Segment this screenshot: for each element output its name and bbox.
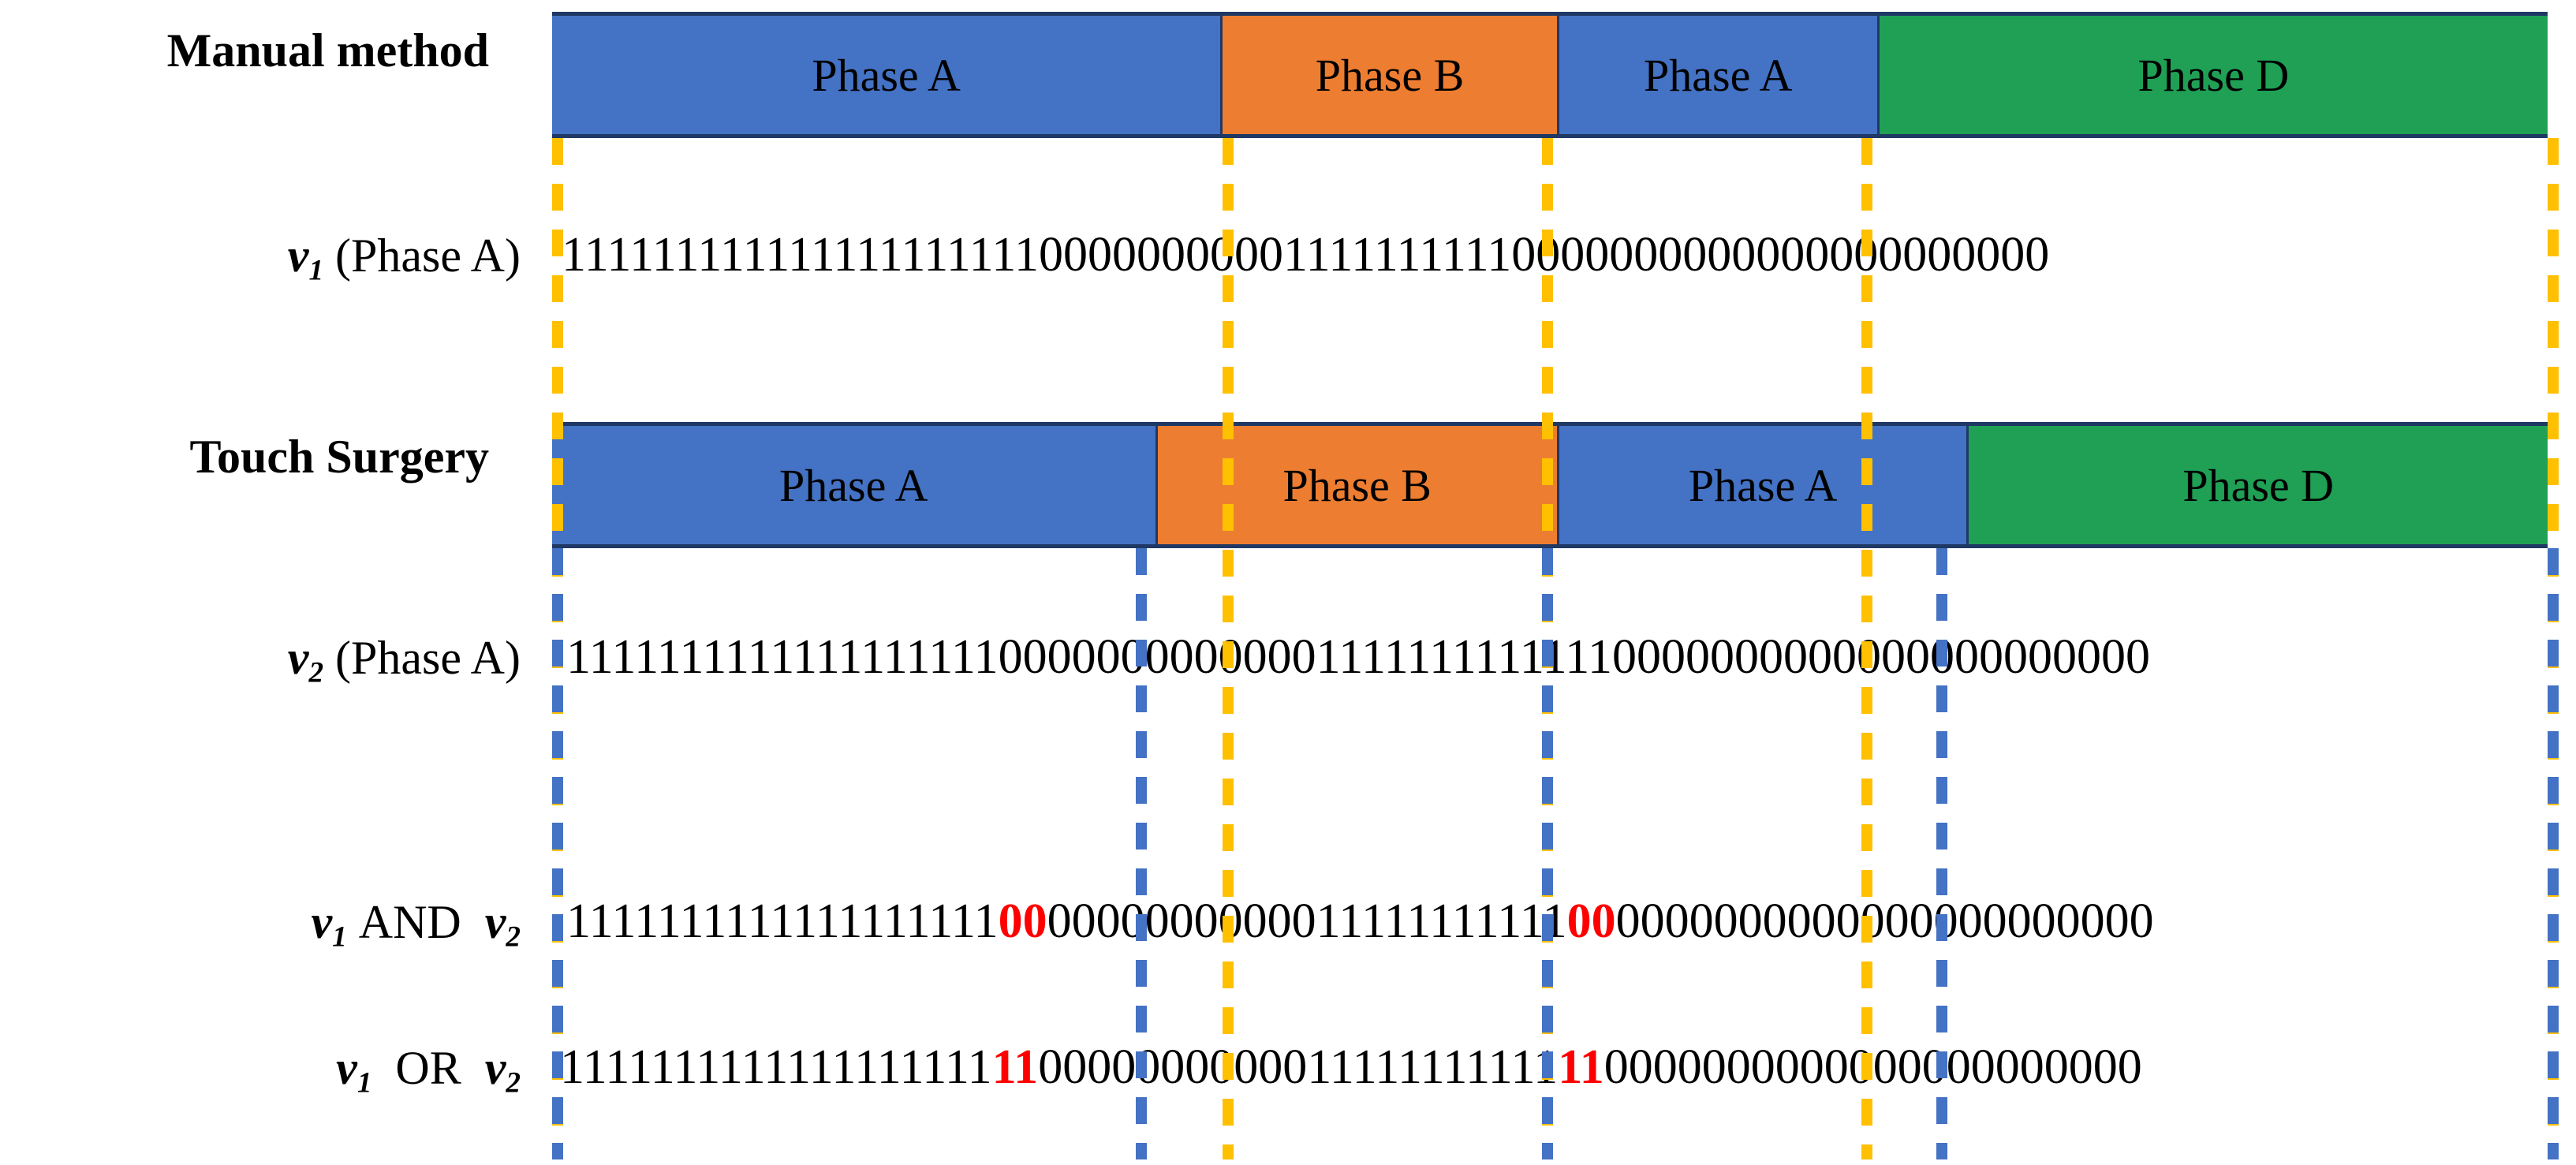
touch-surgery-label: Touch Surgery [189,431,489,483]
v1-seg-4: 0000000000000000000000 [1511,228,2050,282]
v-or-operator: OR [395,1042,461,1094]
manual-segment-phase-a-2: Phase A [1559,16,1880,134]
v-or-row-label: v1 OR v2 [79,1041,521,1100]
v-or-seg-2-highlight: 11 [991,1040,1039,1094]
manual-method-label: Manual method [166,24,489,77]
v-and-seg-6: 0000000000000000000000 [1615,894,2154,948]
v-and-row-label: v1 AND v2 [79,895,521,954]
manual-guide-dash-2 [1223,138,1234,1159]
v2-seg-4: 0000000000000000000000 [1611,630,2150,684]
manual-segment-phase-a-1: Phase A [552,16,1223,134]
v2-seg-2: 0000000000000 [998,630,1316,684]
v-and-bitstring: 1111111111111111111000000000000011111111… [566,894,2154,950]
v2-label-suffix: (Phase A) [323,632,521,684]
touch-guide-dash-2 [1136,548,1147,1159]
v-and-operator: AND [358,896,461,948]
v-and-left-subscript: 1 [332,920,347,954]
v-or-seg-5-highlight: 11 [1558,1040,1604,1094]
v1-subscript: 1 [308,254,324,287]
manual-segment-phase-b: Phase B [1223,16,1559,134]
touch-segment-phase-d: Phase D [1969,426,2548,544]
v-or-seg-1: 1111111111111111111 [560,1040,992,1094]
v-or-left-symbol: v1 [336,1042,372,1100]
v-and-right-subscript: 2 [506,920,521,954]
v2-symbol: v2 [287,632,324,689]
v-or-seg-3: 00000000000 [1038,1040,1308,1094]
v1-seg-3: 1111111111 [1282,228,1512,282]
v2-bitstring: 1111111111111111111000000000000011111111… [566,629,2150,685]
touch-guide-dash-4 [1936,548,1947,1159]
v-and-seg-5-highlight: 00 [1566,894,1616,948]
v-and-seg-4: 11111111111 [1316,894,1567,948]
v2-subscript: 2 [308,656,324,689]
touch-guide-dash-5 [2548,548,2559,1159]
v-and-seg-3: 00000000000 [1047,894,1316,948]
v1-seg-1: 111111111111111111111 [562,228,1039,282]
v-and-seg-1: 1111111111111111111 [566,894,999,948]
manual-segment-phase-d: Phase D [1879,16,2548,134]
v1-bitstring: 1111111111111111111110000000000111111111… [562,227,2049,283]
touch-segment-phase-b: Phase B [1157,426,1559,544]
touch-surgery-bar: Phase A Phase B Phase A Phase D [552,422,2548,548]
v1-label-suffix: (Phase A) [323,230,521,282]
v2-seg-3: 1111111111111 [1316,630,1612,684]
v2-row-label: v2 (Phase A) [79,631,521,689]
v2-seg-1: 1111111111111111111 [566,630,999,684]
v1-symbol: v1 [287,230,324,287]
v1-row-label: v1 (Phase A) [47,229,521,287]
v-or-bitstring: 1111111111111111111110000000000011111111… [560,1040,2142,1096]
v-or-seg-4: 11111111111 [1307,1040,1559,1094]
v1-seg-2: 0000000000 [1038,228,1283,282]
v-or-right-symbol: v2 [484,1042,521,1100]
touch-segment-phase-a-1: Phase A [552,426,1158,544]
manual-method-bar: Phase A Phase B Phase A Phase D [552,12,2548,138]
v-or-seg-6: 0000000000000000000000 [1603,1040,2142,1094]
touch-guide-dash-1 [552,548,563,1159]
v-or-right-subscript: 2 [506,1066,521,1100]
v-and-seg-2-highlight: 00 [998,894,1047,948]
touch-segment-phase-a-2: Phase A [1559,426,1969,544]
v-or-left-subscript: 1 [357,1066,372,1100]
v-and-right-symbol: v2 [484,896,521,954]
v-and-left-symbol: v1 [311,896,347,954]
touch-guide-dash-3 [1542,548,1553,1159]
manual-guide-dash-4 [1861,138,1872,1159]
